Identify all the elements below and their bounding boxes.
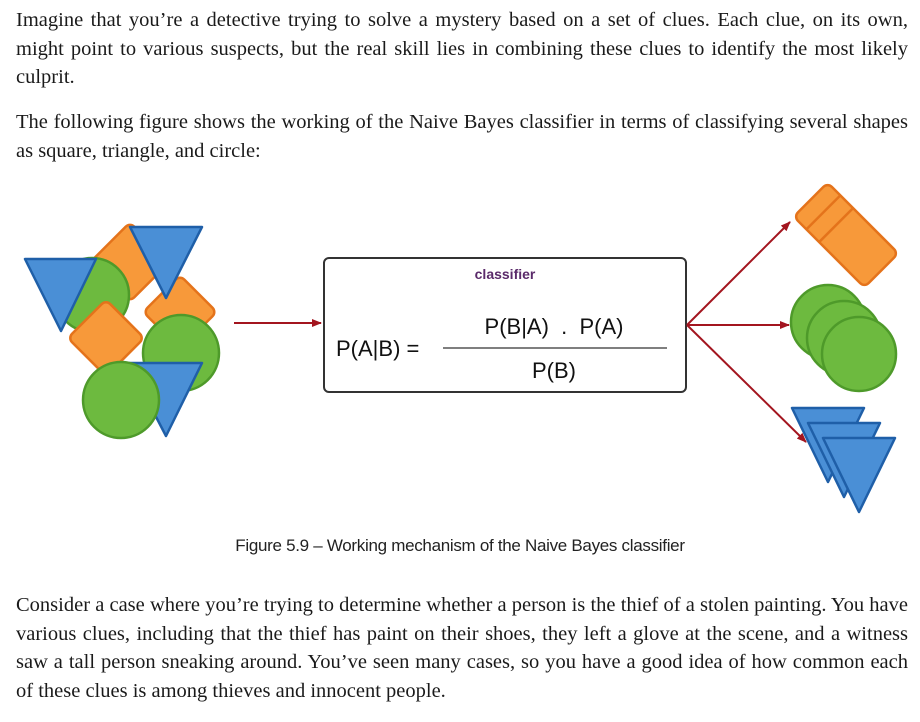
input-square [69,301,143,375]
output-triangles-group [790,406,897,514]
output-circle [820,315,898,393]
output-arrows [686,221,807,443]
figure-intro-paragraph: The following figure shows the working o… [16,111,908,162]
output-circles-group [789,283,898,393]
input-circle [81,360,161,440]
input-triangle [128,225,204,300]
figure-caption: Figure 5.9 – Working mechanism of the Na… [235,536,685,555]
classifier-label: classifier [475,266,536,282]
thief-example-paragraph: Consider a case where you’re trying to d… [16,594,908,702]
formula-denominator: P(B) [532,358,576,383]
classifier-box: classifier P(A|B) = P(B|A) . P(A) P(B) [323,257,687,393]
arrow-to-triangles [686,324,807,443]
input-triangle [23,257,98,333]
output-triangle [821,436,897,514]
output-squares-group [794,183,898,287]
formula-lhs: P(A|B) = [336,336,419,361]
naive-bayes-figure: classifier P(A|B) = P(B|A) . P(A) P(B) [23,183,898,514]
intro-paragraph: Imagine that you’re a detective trying t… [16,9,908,88]
input-shapes-cluster [23,223,221,440]
arrow-to-squares [686,221,791,326]
formula-numerator: P(B|A) . P(A) [485,314,624,339]
